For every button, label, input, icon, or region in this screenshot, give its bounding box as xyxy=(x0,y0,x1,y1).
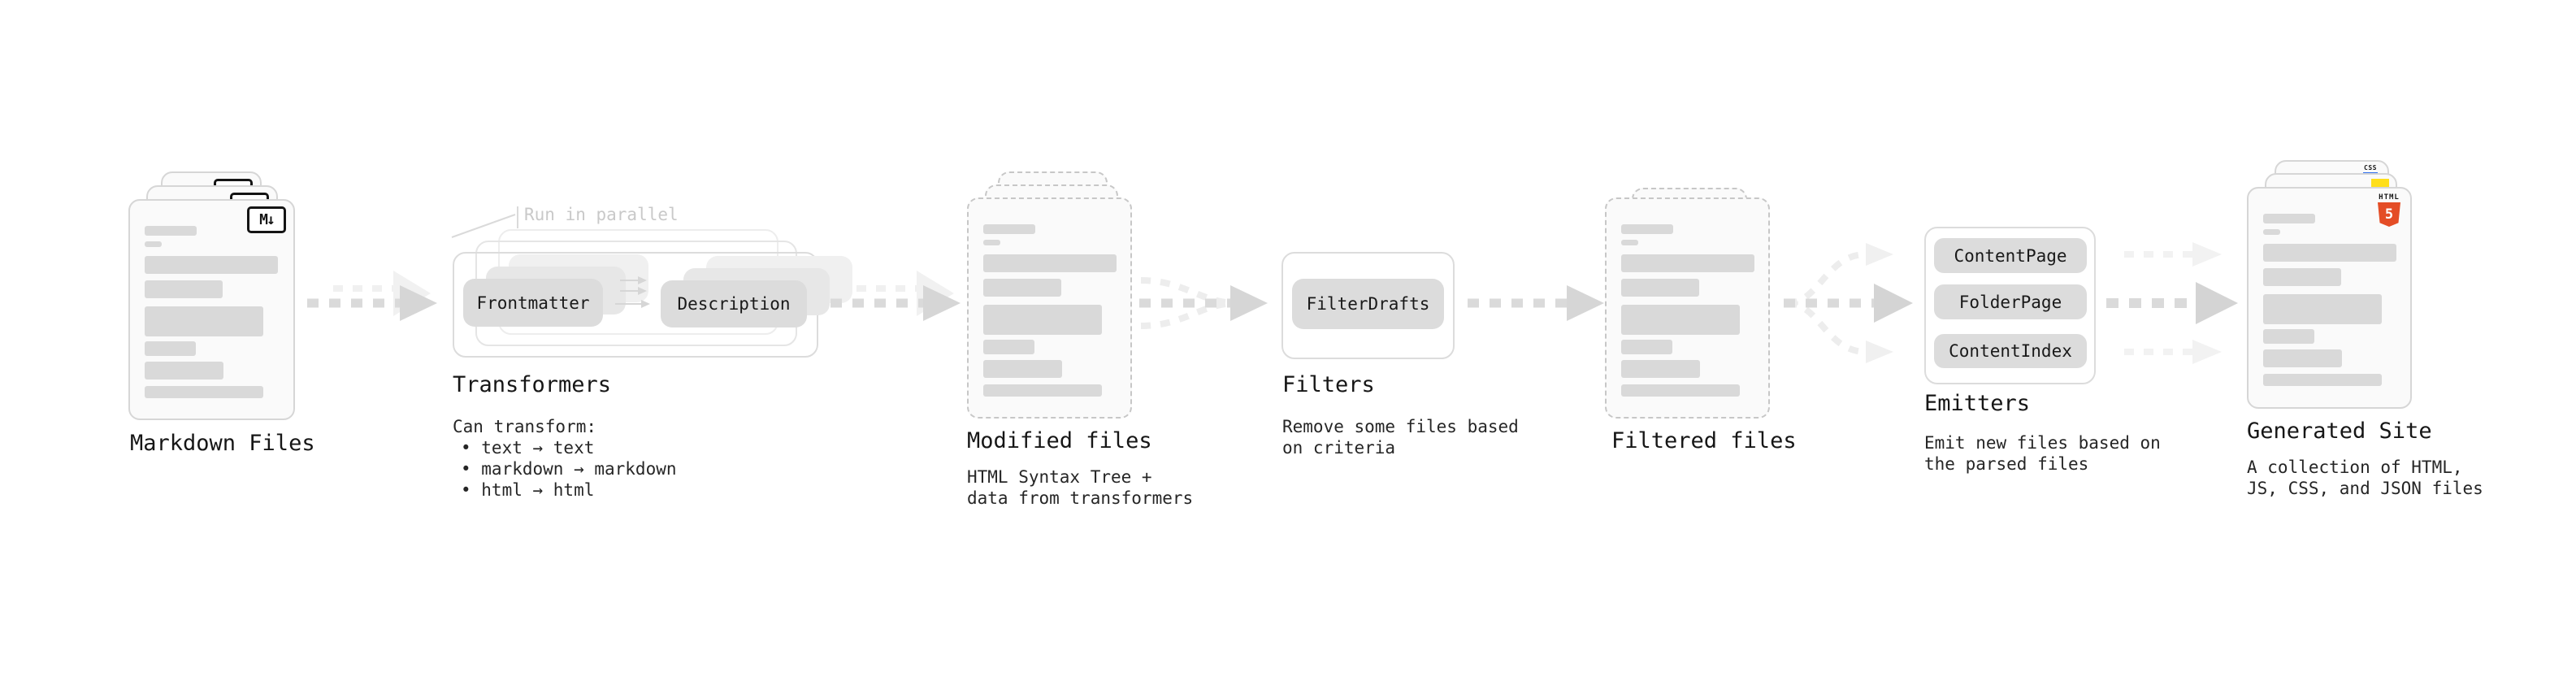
placeholder-bar xyxy=(983,279,1061,297)
placeholder-bar xyxy=(1621,360,1700,378)
plugin-pill-contentpage: ContentPage xyxy=(1934,238,2087,273)
modified-desc-line: HTML Syntax Tree + xyxy=(967,467,1152,487)
placeholder-bar xyxy=(983,305,1102,335)
css-badge-label: CSS xyxy=(2364,164,2377,171)
stage-label-generated-site: Generated Site xyxy=(2247,419,2432,444)
placeholder-bar xyxy=(145,362,223,380)
plugin-pill-filterdrafts: FilterDrafts xyxy=(1292,279,1444,329)
filtered-file-card-front xyxy=(1605,197,1770,419)
plugin-pill-folderpage: FolderPage xyxy=(1934,284,2087,319)
placeholder-bar xyxy=(983,384,1102,397)
placeholder-bar xyxy=(1621,254,1754,272)
placeholder-bar xyxy=(2263,229,2280,235)
placeholder-bar xyxy=(1621,340,1672,354)
placeholder-bar xyxy=(2263,268,2341,286)
placeholder-bar xyxy=(2263,244,2396,262)
transformers-desc-line: • html → html xyxy=(461,480,595,500)
plugin-pill-contentindex: ContentIndex xyxy=(1934,334,2087,368)
placeholder-bar xyxy=(145,256,278,274)
placeholder-bar xyxy=(145,386,263,398)
placeholder-bar xyxy=(145,341,196,356)
placeholder-bar xyxy=(2263,329,2314,344)
placeholder-bar xyxy=(2263,374,2382,386)
plugin-pill-description: Description xyxy=(661,280,807,327)
stage-label-emitters: Emitters xyxy=(1924,391,2031,416)
filters-desc-line: on criteria xyxy=(1282,438,1396,458)
arrow-transformers-to-modified xyxy=(830,271,961,321)
modified-desc-line: data from transformers xyxy=(967,488,1194,508)
emitters-desc-line: the parsed files xyxy=(1924,454,2089,474)
arrow-filters-to-filtered xyxy=(1468,285,1604,321)
stage-label-filters: Filters xyxy=(1282,372,1375,397)
placeholder-bar xyxy=(145,226,197,236)
placeholder-bar xyxy=(2263,214,2315,223)
stage-label-transformers: Transformers xyxy=(453,372,612,397)
transformers-desc-line: • markdown → markdown xyxy=(461,459,677,479)
js-file-icon xyxy=(2371,179,2389,187)
placeholder-bar xyxy=(145,241,162,247)
note-leader-line xyxy=(451,206,518,238)
placeholder-bar xyxy=(983,360,1062,378)
modified-file-card-front xyxy=(967,197,1132,419)
stage-label-markdown-files: Markdown Files xyxy=(130,431,315,456)
placeholder-bar xyxy=(145,306,263,336)
filters-desc-line: Remove some files based xyxy=(1282,417,1519,436)
placeholder-bar xyxy=(983,240,1000,245)
markdown-icon: M↓ xyxy=(247,206,286,233)
mini-arrows-frontmatter-to-description xyxy=(615,276,650,308)
emitters-group-box xyxy=(1924,227,2096,384)
arrow-filtered-to-emitters xyxy=(1784,243,1913,363)
markdown-file-card-front: M↓ xyxy=(128,199,295,420)
filters-group-box xyxy=(1281,252,1455,359)
run-in-parallel-note: Run in parallel xyxy=(524,205,679,224)
placeholder-bar xyxy=(2263,294,2382,324)
generated-desc-line: A collection of HTML, xyxy=(2247,458,2463,477)
placeholder-bar xyxy=(983,224,1035,234)
transformers-desc-line: Can transform: xyxy=(453,417,597,436)
placeholder-bar xyxy=(2263,349,2342,367)
html5-number: 5 xyxy=(2384,206,2394,223)
html5-badge-label: HTML xyxy=(2379,193,2400,202)
arrows-emitters-to-generated xyxy=(2106,242,2238,364)
generated-file-card-front: HTML 5 xyxy=(2247,187,2412,409)
arrow-modified-to-filters xyxy=(1139,277,1268,329)
stage-label-modified-files: Modified files xyxy=(967,428,1152,453)
placeholder-bar xyxy=(1621,224,1673,234)
transformers-desc-line: • text → text xyxy=(461,438,595,458)
placeholder-bar xyxy=(1621,305,1740,335)
emitters-desc-line: Emit new files based on xyxy=(1924,433,2161,453)
html5-icon: HTML 5 xyxy=(2376,193,2402,227)
placeholder-bar xyxy=(1621,384,1740,397)
plugin-pill-frontmatter: Frontmatter xyxy=(463,279,603,327)
placeholder-bar xyxy=(1621,279,1699,297)
html5-shield: 5 xyxy=(2378,202,2400,227)
placeholder-bar xyxy=(145,280,223,298)
placeholder-bar xyxy=(983,340,1034,354)
stage-label-filtered-files: Filtered files xyxy=(1611,428,1797,453)
placeholder-bar xyxy=(1621,240,1638,245)
placeholder-bar xyxy=(983,254,1117,272)
generated-desc-line: JS, CSS, and JSON files xyxy=(2247,479,2483,498)
arrow-markdown-to-transformers xyxy=(307,271,437,321)
